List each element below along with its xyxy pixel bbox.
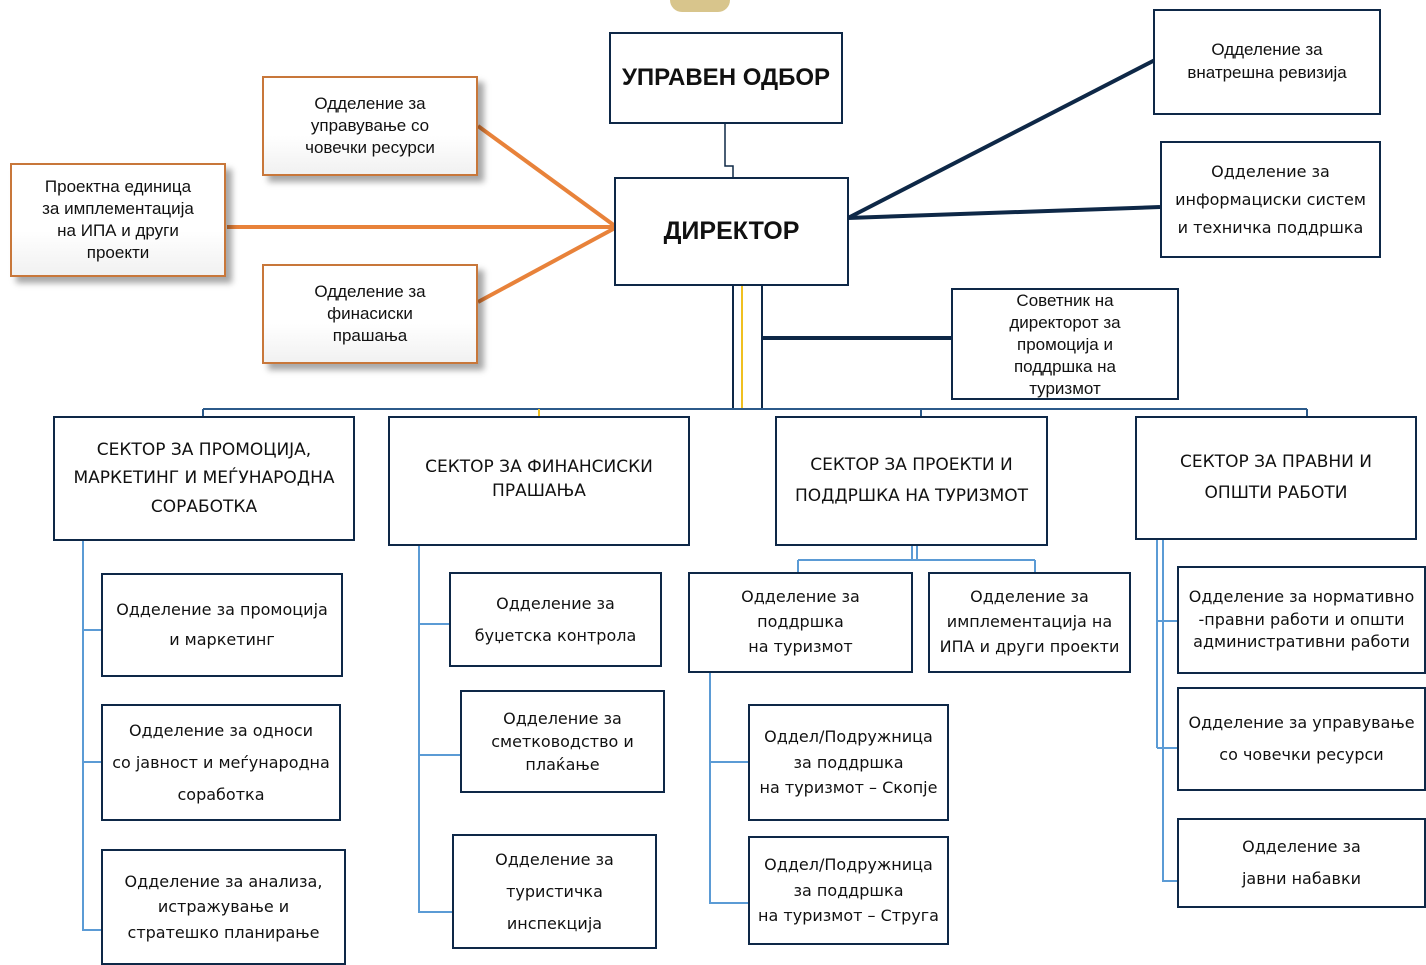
public-relations-office[interactable]: Одделение за односи со јавност и меѓунар… xyxy=(101,704,341,821)
legal-admin-office[interactable]: Одделение за нормативно -правни работи и… xyxy=(1177,566,1426,674)
hr-office-box[interactable]: Одделение за управување со човечки ресур… xyxy=(262,76,478,176)
hr-management-office[interactable]: Одделение за управување со човечки ресур… xyxy=(1177,687,1426,791)
sector-promotion[interactable]: СЕКТОР ЗА ПРОМОЦИЈА, МАРКЕТИНГ И МЕЃУНАР… xyxy=(53,416,355,541)
director-box[interactable]: ДИРЕКТОР xyxy=(614,177,849,286)
public-procurement-office[interactable]: Одделение за јавни набавки xyxy=(1177,818,1426,908)
ipa-project-unit-box[interactable]: Проектна единица за имплементација на ИП… xyxy=(10,163,226,277)
director-advisor-box[interactable]: Советник на директорот за промоција и по… xyxy=(951,288,1179,400)
promotion-marketing-office[interactable]: Одделение за промоција и маркетинг xyxy=(101,573,343,677)
branch-struga-office[interactable]: Оддел/Подружница за поддршка на туризмот… xyxy=(748,836,949,945)
tourist-inspection-office[interactable]: Одделение за туристичка инспекција xyxy=(452,834,657,949)
internal-audit-box[interactable]: Одделение за внатрешна ревизија xyxy=(1153,9,1381,115)
tourism-support-office[interactable]: Одделение за поддршка на туризмот xyxy=(688,572,913,673)
sector-finance[interactable]: СЕКТОР ЗА ФИНАНСИСКИ ПРАШАЊА xyxy=(388,416,690,546)
board-box[interactable]: УПРАВЕН ОДБОР xyxy=(609,32,843,124)
branch-skopje-office[interactable]: Оддел/Подружница за поддршка на туризмот… xyxy=(748,704,949,821)
finance-office-box[interactable]: Одделение за финасиски прашања xyxy=(262,264,478,364)
sector-projects[interactable]: СЕКТОР ЗА ПРОЕКТИ И ПОДДРШКА НА ТУРИЗМОТ xyxy=(775,416,1048,546)
analysis-planning-office[interactable]: Одделение за анализа, истражување и стра… xyxy=(101,849,346,965)
emblem-logo xyxy=(670,0,730,12)
sector-legal[interactable]: СЕКТОР ЗА ПРАВНИ И ОПШТИ РАБОТИ xyxy=(1135,416,1417,540)
budget-control-office[interactable]: Одделение за буџетска контрола xyxy=(449,572,662,667)
ipa-implementation-office[interactable]: Одделение за имплементација на ИПА и дру… xyxy=(928,572,1131,673)
accounting-payment-office[interactable]: Одделение за сметководство и плаќање xyxy=(460,690,665,793)
it-support-box[interactable]: Одделение за информациски систем и техни… xyxy=(1160,141,1381,258)
